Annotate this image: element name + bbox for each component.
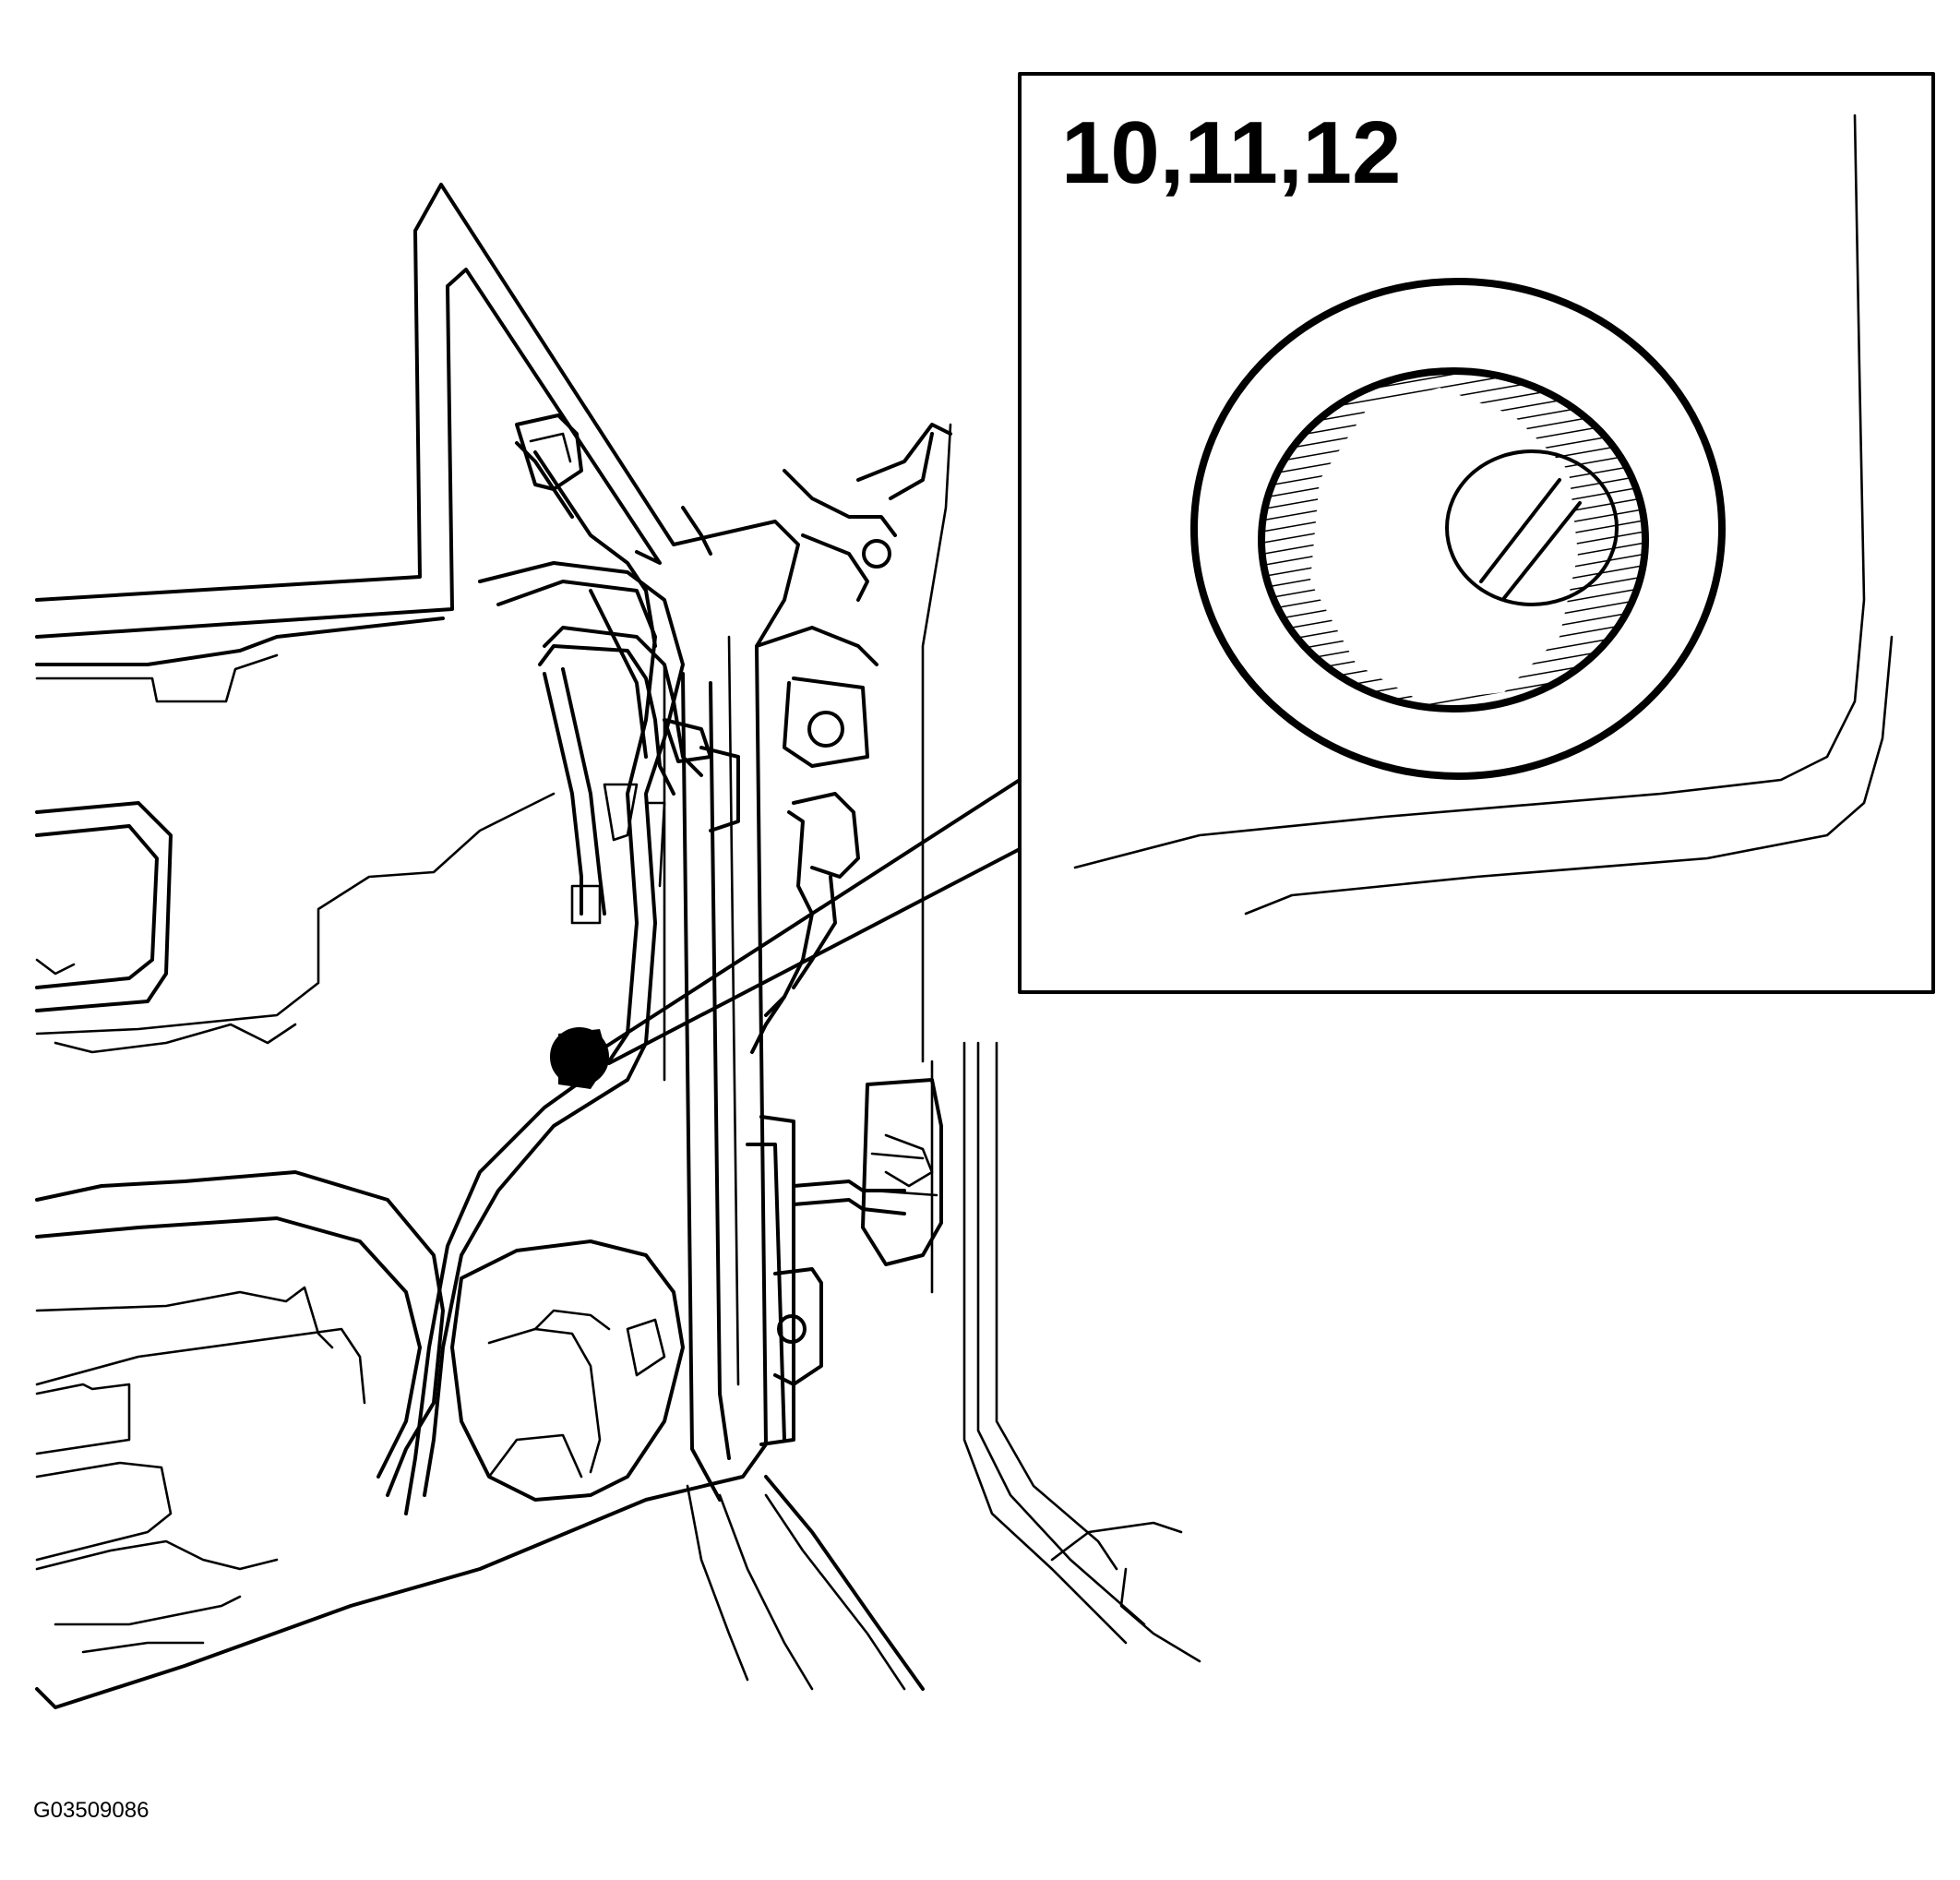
callout-label: 10,11,12 [1061,103,1402,202]
hinge-brackets [746,423,952,1446]
figure-id: G03509086 [33,1798,149,1823]
door-inner-panel [35,183,800,1709]
callout-leader [603,778,1022,1065]
wiring-harness [515,413,740,925]
callout-detail-box [1018,72,1935,994]
door-access-opening [450,1239,685,1502]
fastener-detail-enlarged [1190,278,1726,780]
fastener-location [550,1027,609,1089]
body-panel-edges [686,423,1201,1691]
door-reinforcement-channel [404,561,740,1515]
